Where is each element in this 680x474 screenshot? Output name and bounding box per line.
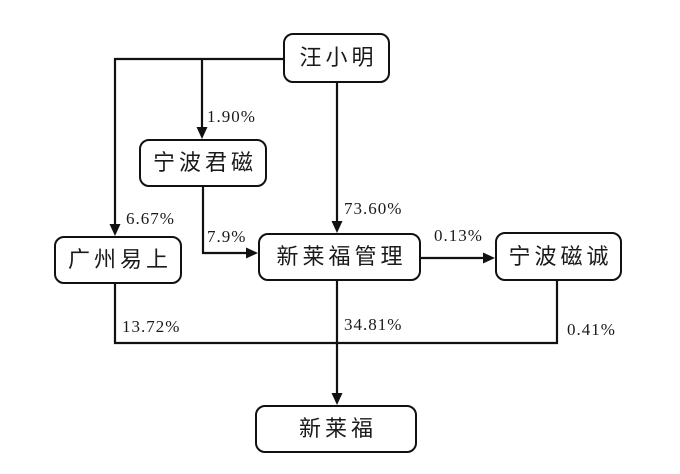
arrowhead-into-yishang: [109, 224, 121, 236]
node-wang-xiaoming: 汪小明: [283, 33, 390, 83]
node-xinlaifu: 新莱福: [255, 405, 417, 453]
edge-label-guanli-to-cicheng: 0.13%: [434, 226, 483, 245]
edge-label-wang-to-guanli: 73.60%: [344, 199, 403, 218]
arrowhead-into-junci: [196, 127, 208, 139]
edge-label-yishang-to-xinlaifu: 13.72%: [122, 317, 181, 336]
node-ningbo-junci: 宁波君磁: [139, 139, 267, 187]
node-xinlaifu-management: 新莱福管理: [258, 233, 421, 281]
edge-junci-to-guanli-line: [201, 187, 250, 255]
edge-label-wang-to-yishang: 6.67%: [126, 209, 175, 228]
arrowhead-into-guanli-left: [246, 247, 258, 259]
edge-label-junci-to-guanli: 7.9%: [207, 227, 247, 246]
edge-label-cicheng-to-xinlaifu: 0.41%: [567, 320, 616, 339]
arrowhead-into-cicheng: [483, 252, 495, 264]
node-guangzhou-yishang: 广州易上: [54, 236, 182, 284]
node-ningbo-cicheng: 宁波磁诚: [495, 232, 622, 281]
edge-wang-to-yishang-line: [113, 57, 283, 230]
edge-label-wang-to-junci: 1.90%: [207, 107, 256, 126]
arrowhead-into-guanli-top: [331, 221, 343, 233]
arrowhead-into-xinlaifu: [331, 393, 343, 405]
edge-label-guanli-to-xinlaifu: 34.81%: [344, 315, 403, 334]
